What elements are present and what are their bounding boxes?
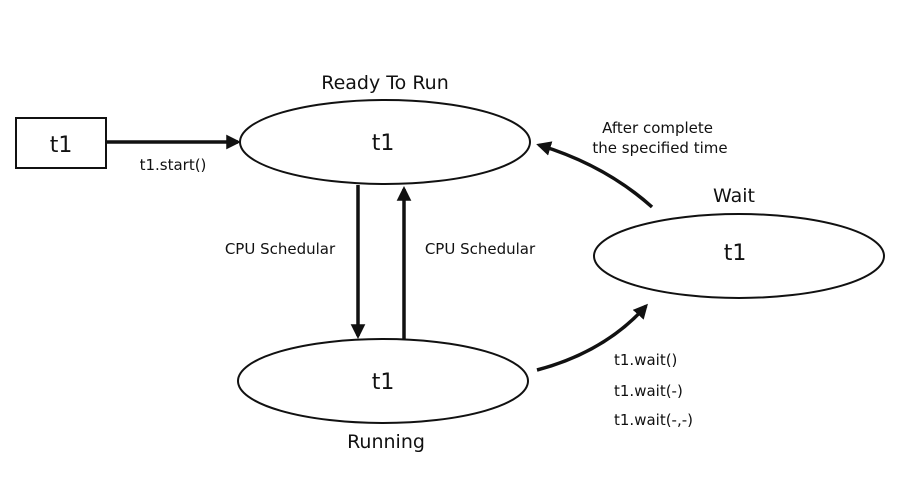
schedule-down-label: CPU Schedular [225, 240, 336, 258]
wait-call-arrow [536, 303, 648, 372]
running-state-title: Running [347, 431, 425, 453]
thread-box-label: t1 [50, 133, 73, 158]
running-state-label: t1 [372, 370, 395, 395]
running-state-ellipse [237, 338, 529, 424]
wait-call-label: t1.wait(-) [614, 382, 683, 400]
wait-state-title: Wait [713, 185, 755, 207]
wait-call-label: t1.wait(-,-) [614, 411, 693, 429]
running-state: t1 [237, 338, 529, 424]
timeout-return-label-line: After complete [602, 119, 713, 137]
wait-state-ellipse [593, 213, 885, 299]
wait-call-labels: t1.wait() t1.wait(-) t1.wait(-,-) [614, 351, 693, 429]
timeout-return-label: After complete the specified time [592, 119, 727, 157]
timeout-return-label-line: the specified time [592, 139, 727, 157]
wait-state-label: t1 [724, 241, 747, 266]
ready-state-title: Ready To Run [321, 72, 449, 94]
schedule-up-label: CPU Schedular [425, 240, 536, 258]
wait-state: t1 [593, 213, 885, 299]
timeout-return-arrow [536, 141, 654, 209]
ready-state: t1 [239, 99, 531, 185]
ready-state-label: t1 [372, 131, 395, 156]
thread-box: t1 [15, 117, 107, 169]
thread-box-border [15, 117, 107, 169]
start-arrow-label: t1.start() [140, 156, 207, 174]
wait-call-label: t1.wait() [614, 351, 677, 369]
